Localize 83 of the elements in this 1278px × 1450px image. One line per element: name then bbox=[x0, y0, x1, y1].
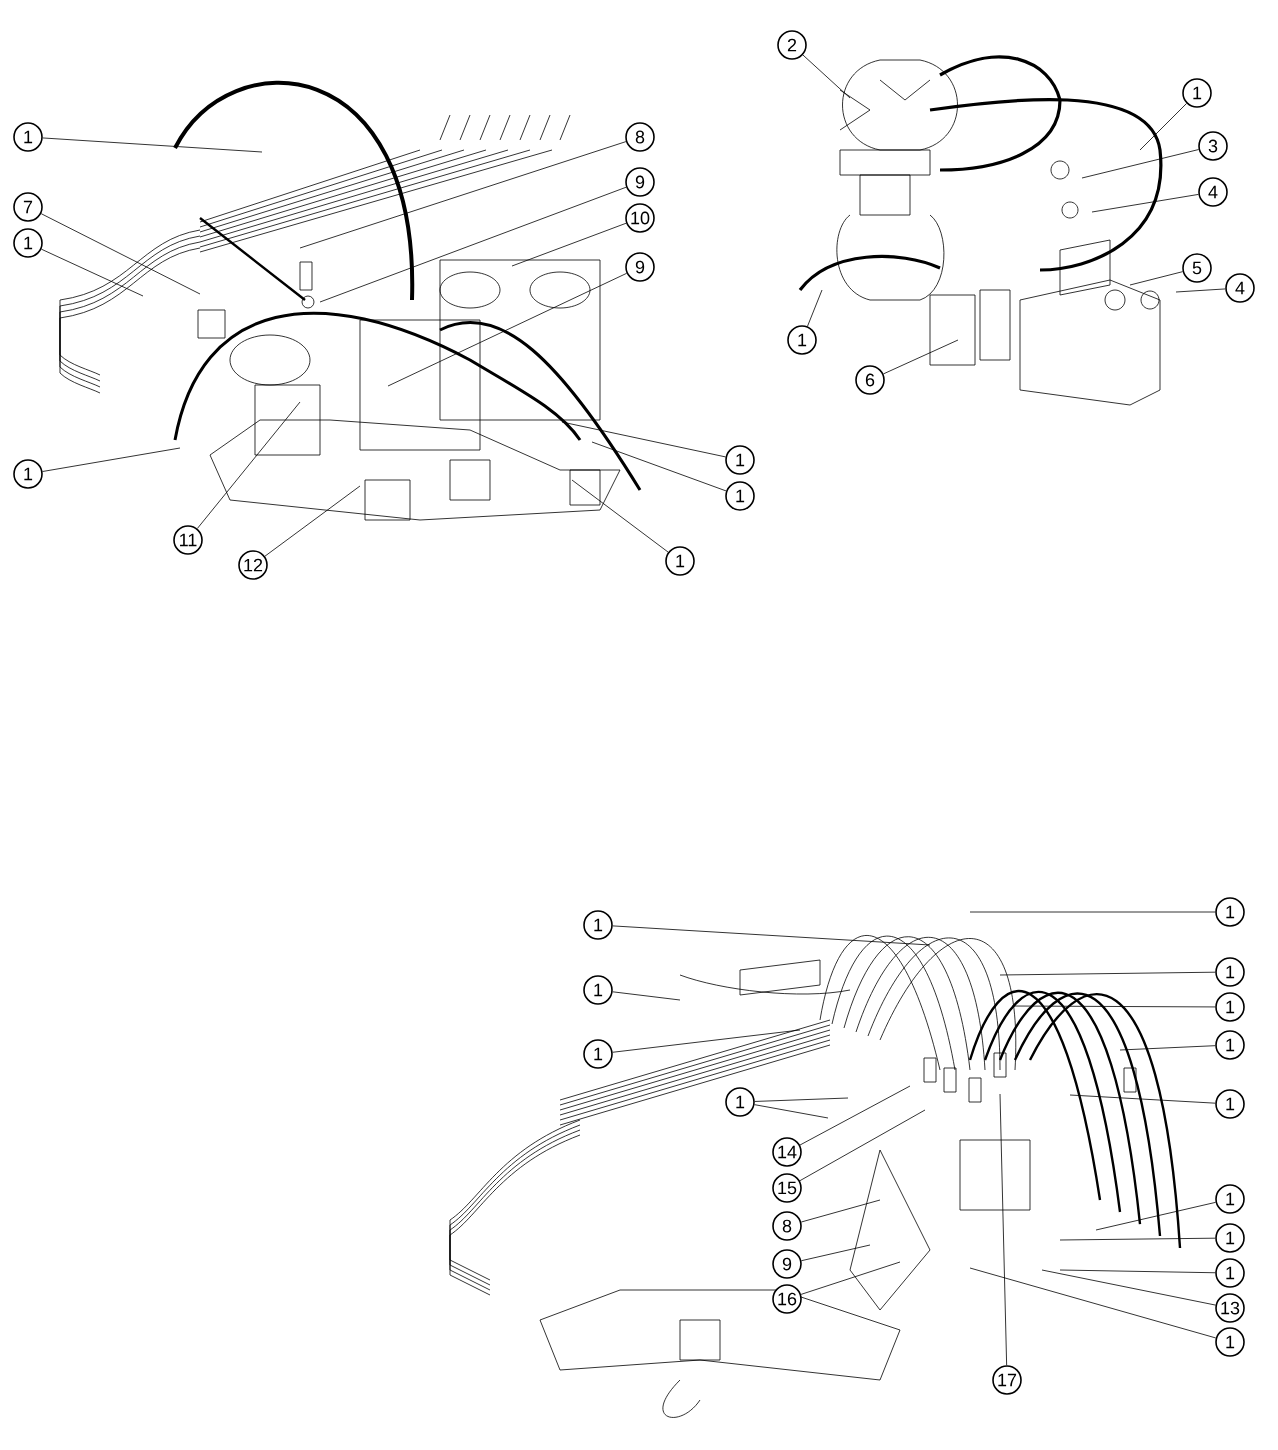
callout-number: 1 bbox=[1215, 897, 1245, 927]
leader-line bbox=[754, 1104, 829, 1119]
callout-number: 1 bbox=[583, 1039, 613, 1069]
callout-number: 14 bbox=[772, 1137, 802, 1167]
leader-line bbox=[1011, 1005, 1216, 1008]
callout-number: 4 bbox=[1225, 273, 1255, 303]
callout-number: 4 bbox=[1198, 177, 1228, 207]
leader-line bbox=[969, 911, 1216, 913]
leader-line bbox=[1175, 288, 1226, 293]
callout-number: 8 bbox=[625, 122, 655, 152]
leader-line bbox=[612, 991, 681, 1001]
callout-number: 1 bbox=[1182, 78, 1212, 108]
callout-number: 13 bbox=[1215, 1293, 1245, 1323]
callout-number: 1 bbox=[1215, 1258, 1245, 1288]
leader-line bbox=[800, 1199, 881, 1223]
leader-line bbox=[42, 137, 263, 153]
leader-line bbox=[999, 971, 1216, 976]
leader-line bbox=[1081, 149, 1200, 179]
leader-line bbox=[754, 1097, 849, 1102]
leader-line bbox=[1139, 103, 1187, 151]
callout-number: 1 bbox=[725, 445, 755, 475]
callout-number: 3 bbox=[1198, 131, 1228, 161]
callout-number: 1 bbox=[725, 481, 755, 511]
callout-number: 2 bbox=[777, 30, 807, 60]
leader-line bbox=[264, 485, 361, 557]
leader-line bbox=[299, 141, 627, 249]
leader-line bbox=[801, 1244, 871, 1262]
leader-line bbox=[802, 54, 851, 99]
callout-number: 9 bbox=[625, 167, 655, 197]
callout-number: 16 bbox=[772, 1284, 802, 1314]
leader-line bbox=[612, 925, 931, 946]
leader-line bbox=[40, 213, 201, 295]
callout-number: 15 bbox=[772, 1173, 802, 1203]
leader-line bbox=[1059, 1269, 1216, 1274]
leader-line bbox=[591, 441, 727, 492]
leader-line bbox=[319, 186, 627, 303]
leader-line bbox=[1119, 1045, 1216, 1051]
callout-number: 5 bbox=[1182, 253, 1212, 283]
leader-line bbox=[807, 289, 823, 327]
callout-number: 1 bbox=[1215, 1223, 1245, 1253]
leader-line bbox=[571, 479, 669, 553]
callout-number: 11 bbox=[173, 525, 203, 555]
leader-line bbox=[387, 272, 627, 387]
callout-number: 17 bbox=[992, 1365, 1022, 1395]
leader-line bbox=[1069, 1094, 1216, 1104]
leader-line bbox=[1091, 194, 1199, 213]
callout-number: 1 bbox=[583, 975, 613, 1005]
callout-number: 1 bbox=[13, 228, 43, 258]
callout-number: 7 bbox=[13, 192, 43, 222]
callout-number: 1 bbox=[665, 546, 695, 576]
callout-number: 1 bbox=[1215, 1327, 1245, 1357]
leader-line bbox=[1129, 271, 1184, 286]
callout-number: 12 bbox=[238, 550, 268, 580]
leader-line bbox=[999, 1093, 1008, 1366]
callout-number: 9 bbox=[625, 252, 655, 282]
callout-number: 1 bbox=[1215, 1089, 1245, 1119]
leader-line bbox=[511, 222, 627, 267]
callout-number: 1 bbox=[1215, 1030, 1245, 1060]
callout-number: 1 bbox=[1215, 992, 1245, 1022]
leader-line bbox=[969, 1267, 1217, 1339]
callout-number: 1 bbox=[1215, 1184, 1245, 1214]
leader-line bbox=[799, 1085, 911, 1146]
callout-number: 1 bbox=[1215, 957, 1245, 987]
leader-line bbox=[42, 447, 181, 472]
leader-line bbox=[800, 1261, 901, 1295]
callout-number: 1 bbox=[13, 122, 43, 152]
callout-number: 1 bbox=[725, 1087, 755, 1117]
leader-line bbox=[1095, 1201, 1216, 1231]
callout-number: 10 bbox=[625, 203, 655, 233]
leader-line bbox=[883, 339, 959, 375]
leader-line bbox=[1041, 1269, 1216, 1306]
callout-number: 9 bbox=[772, 1249, 802, 1279]
callout-number: 8 bbox=[772, 1211, 802, 1241]
callout-number: 1 bbox=[583, 910, 613, 940]
callout-number: 1 bbox=[787, 325, 817, 355]
callout-number: 1 bbox=[13, 459, 43, 489]
callout-number: 6 bbox=[855, 365, 885, 395]
leader-line bbox=[196, 401, 301, 529]
leader-line bbox=[612, 1029, 801, 1053]
leader-line bbox=[799, 1109, 926, 1182]
leader-line bbox=[561, 421, 726, 458]
leader-line bbox=[41, 248, 144, 297]
leader-line bbox=[1059, 1237, 1216, 1241]
